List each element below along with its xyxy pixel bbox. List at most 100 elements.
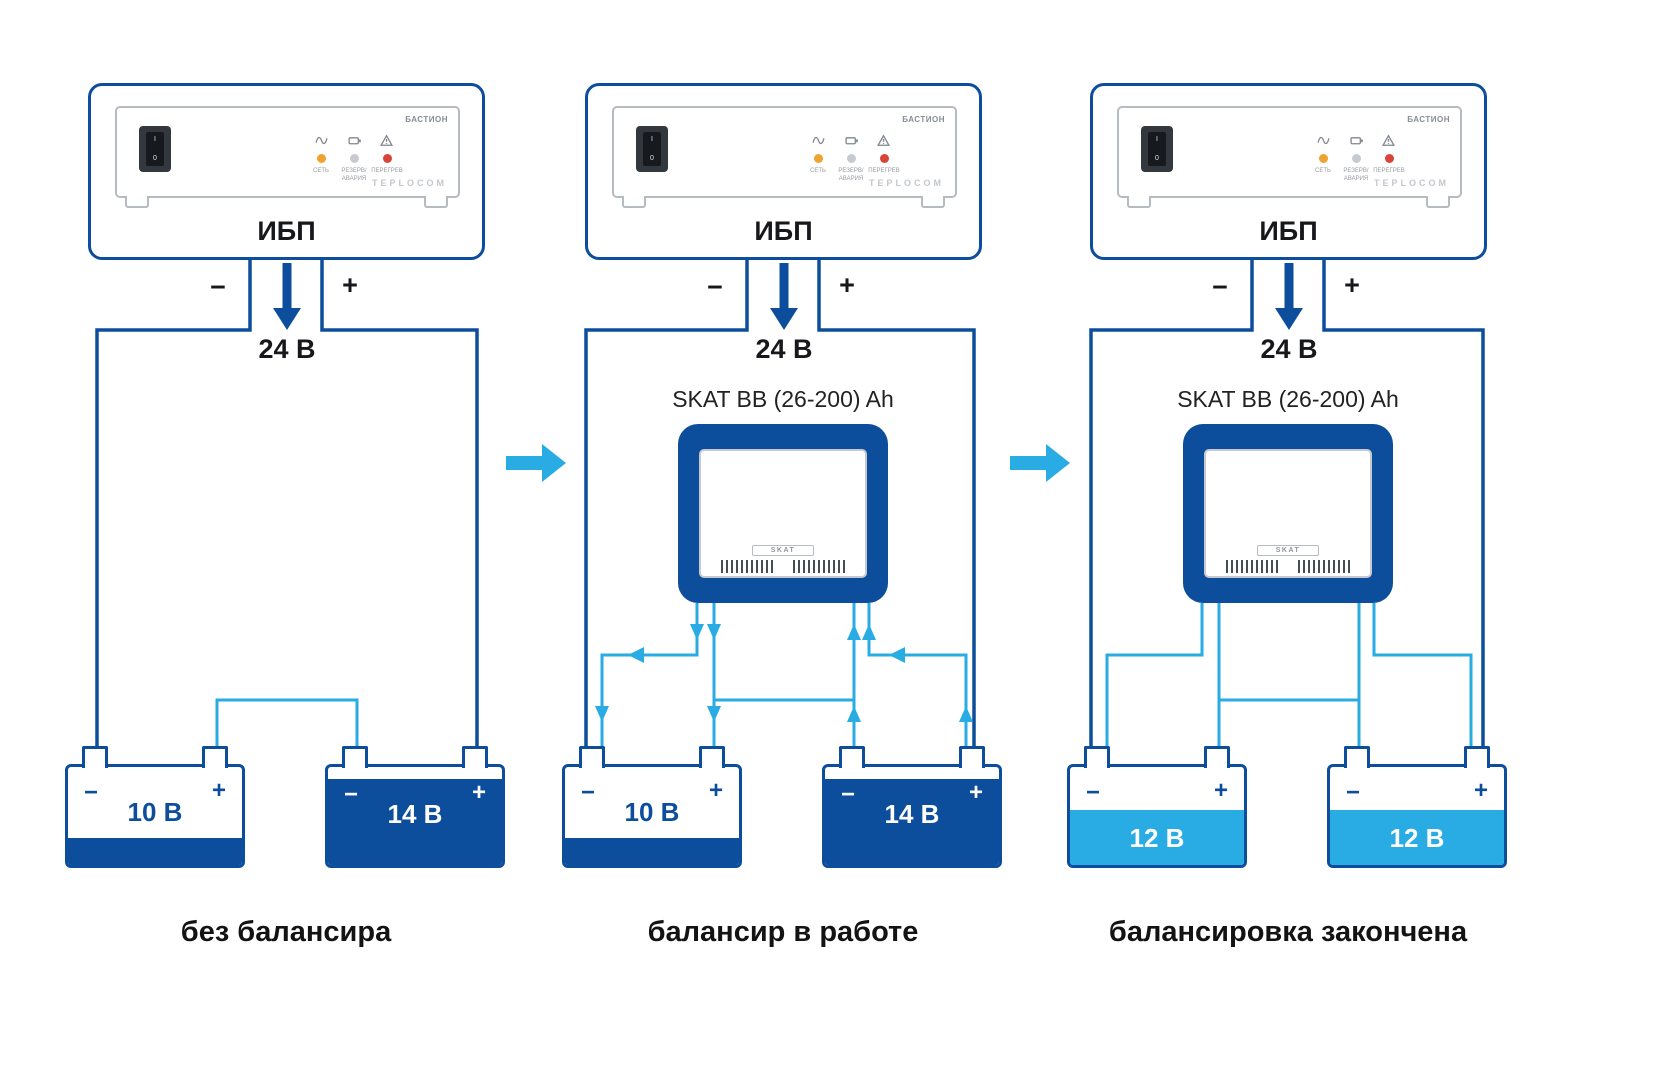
balancer-device: SKAT (1183, 424, 1393, 603)
battery-terminal-negative (579, 746, 605, 768)
battery-body: − + 12 В (1327, 764, 1507, 868)
balancer-title: SKAT BB (26-200) Ah (672, 386, 894, 412)
ups-faceplate: I 0 СЕТЬ РЕЗЕРВ/ АВАРИЯ ПЕРЕГРЕВ БАСТИОН… (115, 106, 460, 198)
battery-plus-label: + (211, 777, 226, 804)
switch-off-mark: 0 (650, 155, 654, 162)
led-label-reserve-alarm: РЕЗЕРВ/ АВАРИЯ (838, 168, 864, 182)
ups-label: ИБП (754, 216, 813, 246)
battery-terminal-negative (1084, 746, 1110, 768)
wire-series-link (215, 698, 359, 750)
current-arrow-down (595, 706, 609, 722)
ups-foot-right (1426, 196, 1450, 208)
battery-1: − + 10 В (65, 746, 245, 868)
battery-1: − + 12 В (1067, 746, 1247, 868)
brand-logo: БАСТИОН (1407, 115, 1450, 124)
power-switch-icon: I 0 (1141, 126, 1173, 172)
status-icons (315, 134, 393, 147)
switch-on-mark: I (651, 136, 653, 143)
output-voltage-label: 24 В (755, 334, 813, 364)
ups-foot-left (125, 196, 149, 208)
current-arrow-left (889, 647, 905, 663)
battery-voltage-label: 10 В (624, 797, 680, 827)
polarity-plus-label: + (342, 270, 358, 300)
skat-badge: SKAT (1257, 545, 1319, 556)
battery-2: − + 14 В (822, 746, 1002, 868)
power-switch-icon: I 0 (139, 126, 171, 172)
output-voltage-label: 24 В (1260, 334, 1318, 364)
battery-voltage-label: 14 В (387, 799, 443, 829)
warning-icon (1382, 134, 1395, 146)
balancer-wire (1105, 603, 1204, 750)
switch-on-mark: I (154, 136, 156, 143)
battery-terminal-positive (462, 746, 488, 768)
polarity-minus-label: − (210, 272, 226, 302)
battery-terminal-negative (342, 746, 368, 768)
current-arrow-down (690, 624, 704, 640)
output-arrow-head (273, 308, 301, 330)
led-overheat (880, 154, 889, 163)
ac-icon (812, 136, 825, 145)
brand-logo: БАСТИОН (902, 115, 945, 124)
panel-caption: балансир в работе (647, 916, 919, 948)
battery-plus-label: + (1473, 777, 1488, 804)
status-icons (812, 134, 890, 147)
current-arrow-left (628, 647, 644, 663)
battery-minus-label: − (1086, 779, 1101, 806)
battery-voltage-label: 10 В (127, 797, 183, 827)
current-arrow-up (847, 706, 861, 722)
led-overheat (383, 154, 392, 163)
warning-icon (380, 134, 393, 146)
led-label-overheat: ПЕРЕГРЕВ (371, 168, 403, 174)
battery-body: − + 10 В (562, 764, 742, 868)
ups-faceplate: I 0 СЕТЬ РЕЗЕРВ/ АВАРИЯ ПЕРЕГРЕВ БАСТИОН… (612, 106, 957, 198)
battery-icon (347, 137, 361, 145)
battery-minus-label: − (1346, 779, 1361, 806)
led-overheat (1385, 154, 1394, 163)
balancer-device: SKAT (678, 424, 888, 603)
battery-2: − + 12 В (1327, 746, 1507, 868)
led-label-reserve-alarm: РЕЗЕРВ/ АВАРИЯ (1343, 168, 1369, 182)
teplocom-wordmark: TEPLOCOM (1374, 178, 1449, 188)
led-reserve-alarm (1352, 154, 1361, 163)
battery-plus-label: + (968, 779, 983, 806)
battery-terminal-positive (1464, 746, 1490, 768)
balancer-wire (1372, 603, 1473, 750)
ups-foot-left (1127, 196, 1151, 208)
polarity-minus-label: − (1212, 272, 1228, 302)
ac-icon (315, 136, 328, 145)
vent-grille-left (1226, 560, 1278, 573)
current-arrow-down (707, 624, 721, 640)
ups-foot-right (921, 196, 945, 208)
switch-off-mark: 0 (1155, 155, 1159, 162)
battery-charge-fill (565, 838, 739, 865)
led-reserve-alarm (350, 154, 359, 163)
skat-badge: SKAT (752, 545, 814, 556)
output-arrow-head (1275, 308, 1303, 330)
ups-unit: I 0 СЕТЬ РЕЗЕРВ/ АВАРИЯ ПЕРЕГРЕВ БАСТИОН… (585, 83, 982, 260)
battery-terminal-negative (1344, 746, 1370, 768)
brand-logo: БАСТИОН (405, 115, 448, 124)
ups-label: ИБП (1259, 216, 1318, 246)
balancer-wire (867, 603, 968, 750)
ac-icon (1317, 136, 1330, 145)
led-label-mains: СЕТЬ (1315, 168, 1331, 174)
polarity-minus-label: − (707, 272, 723, 302)
vent-grille-left (721, 560, 773, 573)
led-label-overheat: ПЕРЕГРЕВ (868, 168, 900, 174)
battery-voltage-label: 12 В (1389, 823, 1445, 853)
battery-charge-fill (1330, 810, 1504, 865)
current-arrow-up (862, 624, 876, 640)
battery-terminal-positive (1204, 746, 1230, 768)
battery-charge-fill (68, 838, 242, 865)
panel-caption: без балансира (180, 916, 392, 948)
led-label-mains: СЕТЬ (313, 168, 329, 174)
battery-icon (1349, 137, 1363, 145)
led-mains (1319, 154, 1328, 163)
current-arrow-up (847, 624, 861, 640)
battery-plus-label: + (471, 779, 486, 806)
current-arrow-up (959, 706, 973, 722)
current-arrow-down (707, 706, 721, 722)
polarity-plus-label: + (1344, 270, 1360, 300)
balancer-wire (600, 603, 699, 750)
